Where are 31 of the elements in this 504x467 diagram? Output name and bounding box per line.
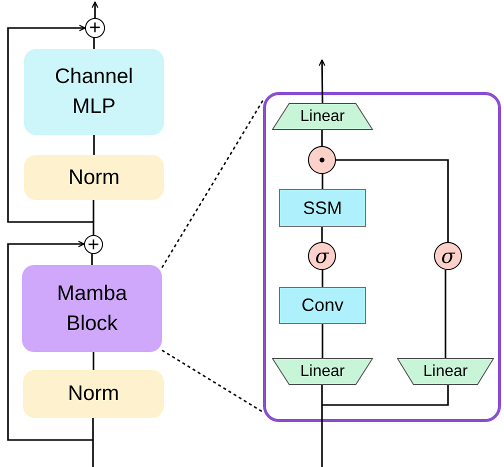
- connector-line: [444, 270, 446, 358]
- linear-trapezoid: Linear: [397, 358, 494, 385]
- connector-line: [322, 324, 324, 358]
- linear-trapezoid: Linear: [272, 103, 373, 130]
- linear-trapezoid: Linear: [272, 358, 373, 385]
- arrow: [92, 1, 98, 18]
- connector-line: [322, 174, 324, 189]
- layer-box: Conv: [279, 287, 366, 324]
- connector-line: [91, 254, 93, 265]
- connector-line: [322, 385, 449, 406]
- mamba-block: Mamba Block: [22, 265, 162, 352]
- connector-line: [321, 130, 323, 146]
- mlp-block: Channel MLP: [24, 49, 164, 135]
- norm-block: Norm: [24, 155, 164, 200]
- connector-line: [321, 227, 323, 242]
- zoom-line: [162, 350, 264, 413]
- connector-line: [92, 200, 94, 235]
- connector-line: [92, 418, 94, 467]
- connector-line: [322, 270, 324, 287]
- connector-line: [93, 135, 95, 155]
- connector-line: [336, 159, 449, 242]
- zoom-line: [161, 100, 264, 268]
- layer-box: SSM: [279, 189, 366, 227]
- norm-block: Norm: [23, 370, 164, 418]
- connector-line: [321, 385, 323, 467]
- arrow: [7, 240, 93, 441]
- arrow: [318, 59, 326, 103]
- arrow: [7, 24, 94, 223]
- detail-panel: [263, 92, 501, 422]
- connector-line: [93, 38, 95, 49]
- connector-line: [92, 352, 94, 370]
